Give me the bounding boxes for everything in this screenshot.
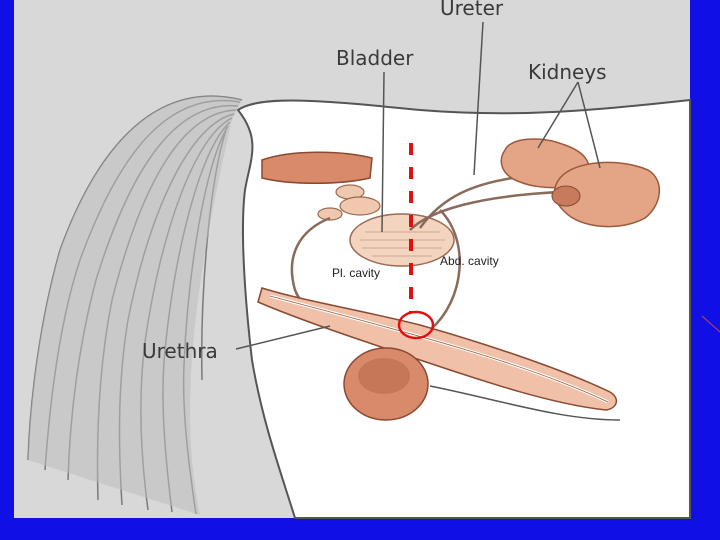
kidneys-leader-1	[537, 81, 579, 149]
tail-shading	[28, 96, 242, 516]
urethra-leader	[235, 325, 331, 350]
kidney-hilus	[551, 185, 581, 207]
kidneys-label: Kidneys	[528, 60, 607, 84]
abd-cavity-label: Abd. cavity	[440, 254, 499, 268]
bladder-label: Bladder	[336, 46, 414, 70]
ureter-line-2	[409, 190, 561, 231]
ureter-label: Ureter	[440, 0, 504, 20]
bladder-texture	[360, 231, 445, 257]
marker-circle	[397, 310, 435, 340]
accessory-gland-2	[339, 196, 381, 216]
edge-line	[701, 315, 720, 333]
accessory-gland-3	[317, 207, 343, 221]
urethra-label: Urethra	[142, 339, 218, 363]
kidneys-leader-2	[577, 81, 601, 169]
bladder-leader	[381, 71, 385, 233]
sheath	[429, 385, 621, 421]
ureter-leader	[473, 21, 484, 176]
rectum	[261, 151, 373, 184]
epididymis	[358, 358, 410, 394]
pl-cavity-label: Pl. cavity	[332, 266, 381, 280]
urethra-channel-edge	[269, 295, 609, 403]
